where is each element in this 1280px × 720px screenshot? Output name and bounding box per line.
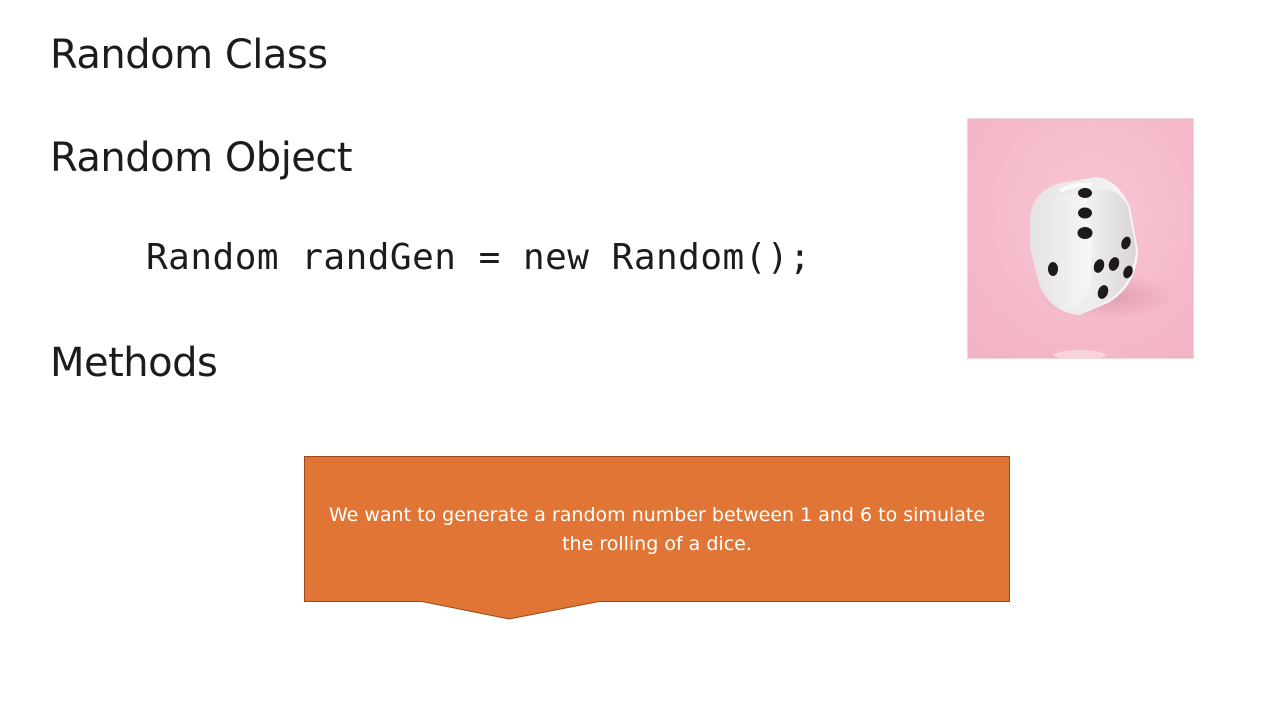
heading-methods: Methods: [50, 340, 218, 386]
callout-text: We want to generate a random number betw…: [328, 504, 986, 555]
dice-photo-icon: [967, 118, 1194, 359]
callout-box: We want to generate a random number betw…: [304, 456, 1010, 621]
heading-random-class: Random Class: [50, 32, 328, 78]
heading-random-object: Random Object: [50, 135, 353, 181]
code-snippet: Random randGen = new Random();: [146, 237, 812, 278]
